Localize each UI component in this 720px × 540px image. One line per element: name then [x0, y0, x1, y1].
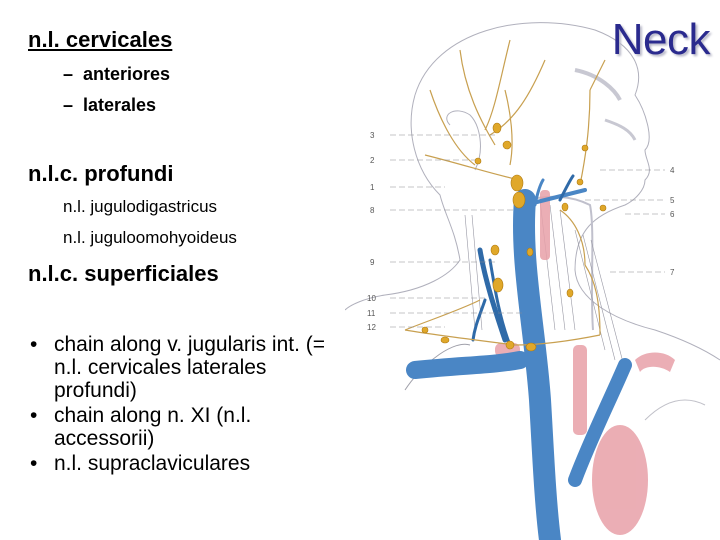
arteries [495, 190, 675, 535]
svg-text:2: 2 [370, 156, 375, 165]
leader-lines [390, 134, 665, 328]
svg-text:11: 11 [367, 309, 376, 318]
item-jugulodigastricus: n.l. jugulodigastricus [63, 197, 218, 216]
bullet-item: • chain along n. XI (n.l. accessorii) [30, 404, 252, 450]
bullet-list: • chain along v. jugularis int. (= n.l. … [28, 333, 354, 477]
sub-item-anteriores: –anteriores [63, 64, 171, 84]
svg-text:3: 3 [370, 131, 375, 140]
heading-superficiales: n.l.c. superficiales [28, 261, 219, 286]
lymph-nodes [421, 122, 607, 352]
svg-text:9: 9 [370, 258, 375, 267]
figure-labels: 3 2 1 8 9 10 11 12 4 5 6 7 [367, 131, 675, 332]
bullet-icon: • [30, 452, 38, 475]
slide-title: Neck [611, 15, 711, 64]
svg-text:4: 4 [670, 166, 675, 175]
bullet-item: • n.l. supraclaviculares [30, 452, 251, 475]
heading-profundi: n.l.c. profundi [28, 161, 174, 186]
bullet-icon: • [30, 333, 38, 356]
svg-text:10: 10 [367, 294, 376, 303]
svg-text:8: 8 [370, 206, 375, 215]
svg-text:1: 1 [370, 183, 375, 192]
sub-item-laterales: –laterales [63, 95, 157, 115]
veins [406, 174, 632, 540]
svg-text:7: 7 [670, 268, 675, 277]
item-juguloomohyoideus: n.l. juguloomohyoideus [63, 228, 237, 247]
bullet-icon: • [30, 404, 38, 427]
neck-anatomy-illustration: 3 2 1 8 9 10 11 12 4 5 6 7 [345, 22, 720, 540]
heading-cervicales: n.l. cervicales [28, 27, 173, 52]
svg-text:5: 5 [670, 196, 675, 205]
svg-text:12: 12 [367, 323, 376, 332]
svg-text:6: 6 [670, 210, 675, 219]
bullet-item: • chain along v. jugularis int. (= n.l. … [30, 333, 326, 402]
